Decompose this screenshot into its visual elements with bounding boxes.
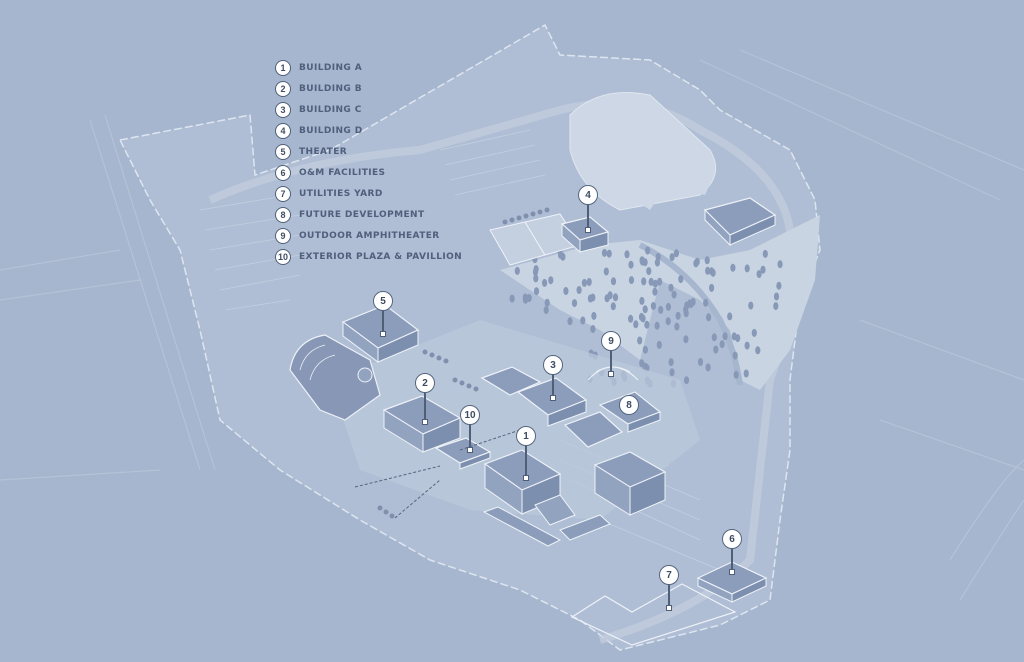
street-trees <box>377 207 550 519</box>
marker-stem <box>424 392 426 421</box>
legend-label: BUILDING C <box>299 105 362 115</box>
legend-number-badge: 7 <box>275 186 291 202</box>
marker-number-badge: 9 <box>601 331 621 351</box>
building-b-shape <box>382 395 462 453</box>
om-facilities-shape <box>696 561 768 603</box>
theater-shape <box>341 304 420 363</box>
performing-arts-hall <box>289 334 381 421</box>
marker-stem <box>587 204 589 228</box>
legend-label: BUILDING A <box>299 63 363 73</box>
forest-path <box>638 242 743 386</box>
legend-item-future-development[interactable]: 8 FUTURE DEVELOPMENT <box>275 207 462 223</box>
marker-dot <box>380 331 386 337</box>
legend-item-building-b[interactable]: 2 BUILDING B <box>275 81 462 97</box>
stadium-building <box>703 197 777 247</box>
legend-label: UTILITIES YARD <box>299 189 383 199</box>
legend-item-building-c[interactable]: 3 BUILDING C <box>275 102 462 118</box>
legend-label: OUTDOOR AMPHITHEATER <box>299 231 440 241</box>
marker-number-badge: 2 <box>415 373 435 393</box>
legend-label: O&M FACILITIES <box>299 168 386 178</box>
ring-road <box>208 99 797 644</box>
legend-item-building-d[interactable]: 4 BUILDING D <box>275 123 462 139</box>
legend-item-outdoor-amphitheater[interactable]: 9 OUTDOOR AMPHITHEATER <box>275 228 462 244</box>
marker-stem <box>610 350 612 373</box>
marker-stem <box>525 445 527 477</box>
legend-label: BUILDING B <box>299 84 362 94</box>
legend-number-badge: 8 <box>275 207 291 223</box>
marker-dot <box>608 371 614 377</box>
marker-dot <box>666 605 672 611</box>
legend-item-om-facilities[interactable]: 6 O&M FACILITIES <box>275 165 462 181</box>
south-low-buildings <box>482 494 611 547</box>
legend-item-building-a[interactable]: 1 BUILDING A <box>275 60 462 76</box>
marker-dot <box>550 395 556 401</box>
marker-number-badge: 6 <box>722 529 742 549</box>
marker-stem <box>668 584 670 606</box>
legend: 1 BUILDING A 2 BUILDING B 3 BUILDING C 4… <box>275 60 462 265</box>
legend-number-badge: 3 <box>275 102 291 118</box>
track-field <box>569 92 717 211</box>
marker-number-badge: 7 <box>659 565 679 585</box>
amphitheater-shape <box>587 366 639 381</box>
legend-number-badge: 1 <box>275 60 291 76</box>
marker-dot <box>467 447 473 453</box>
building-a-shape <box>483 449 562 515</box>
legend-label: THEATER <box>299 147 348 157</box>
legend-number-badge: 9 <box>275 228 291 244</box>
legend-label: EXTERIOR PLAZA & PAVILLION <box>299 252 463 262</box>
legend-number-badge: 10 <box>275 249 291 265</box>
marker-number-badge: 10 <box>460 405 480 425</box>
marker-stem <box>382 310 384 333</box>
marker-number-badge: 3 <box>543 355 563 375</box>
marker-dot <box>523 475 529 481</box>
forest-area <box>500 215 820 390</box>
legend-label: BUILDING D <box>299 126 363 136</box>
legend-item-utilities-yard[interactable]: 7 UTILITIES YARD <box>275 186 462 202</box>
legend-number-badge: 6 <box>275 165 291 181</box>
offsite-roads <box>0 49 1024 601</box>
legend-item-theater[interactable]: 5 THEATER <box>275 144 462 160</box>
legend-number-badge: 2 <box>275 81 291 97</box>
legend-label: FUTURE DEVELOPMENT <box>299 210 425 220</box>
existing-office-building <box>593 451 667 516</box>
marker-dot <box>585 227 591 233</box>
marker-dot <box>729 569 735 575</box>
legend-item-exterior-plaza-pavillion[interactable]: 10 EXTERIOR PLAZA & PAVILLION <box>275 249 462 265</box>
utilities-yard-outline <box>570 583 737 646</box>
marker-dot <box>422 419 428 425</box>
marker-number-badge: 1 <box>516 426 536 446</box>
marker-number-badge: 5 <box>373 291 393 311</box>
marker-stem <box>731 548 733 570</box>
marker-number-badge: 4 <box>578 185 598 205</box>
legend-number-badge: 5 <box>275 144 291 160</box>
marker-stem <box>552 374 554 396</box>
marker-number-badge: 8 <box>619 395 639 415</box>
marker-stem <box>469 424 471 448</box>
legend-number-badge: 4 <box>275 123 291 139</box>
